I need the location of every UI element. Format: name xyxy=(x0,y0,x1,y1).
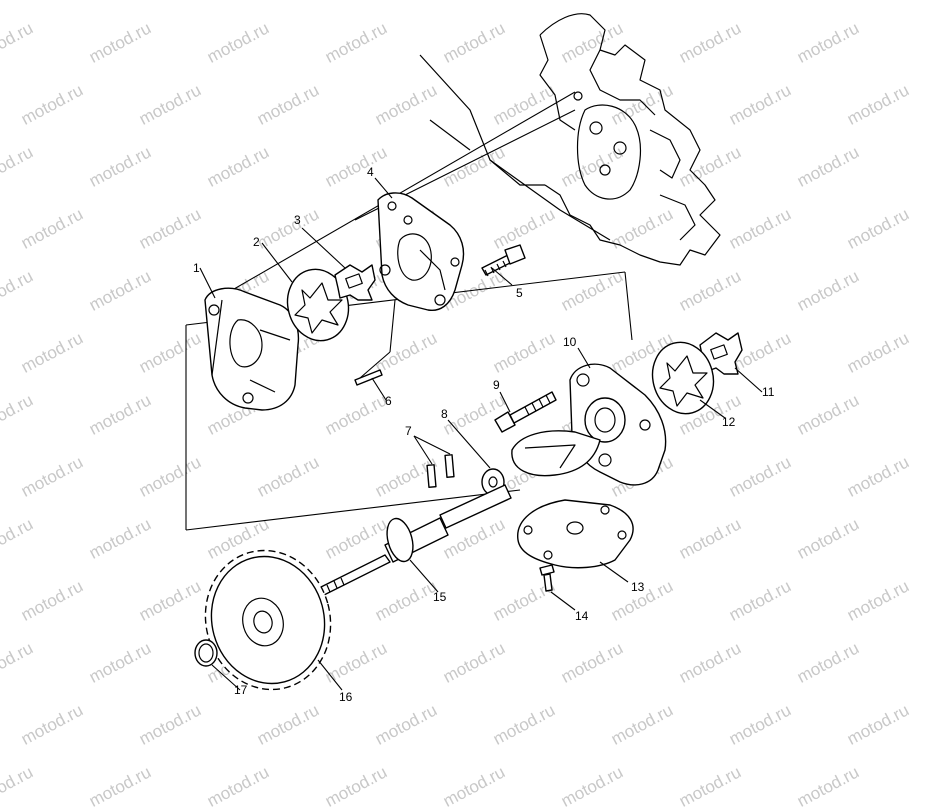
part-13-cover-plate xyxy=(517,499,634,569)
callout-12: 12 xyxy=(722,415,736,429)
leader-lines xyxy=(199,177,763,691)
callout-1: 1 xyxy=(193,261,200,275)
callout-9: 9 xyxy=(493,378,500,392)
callout-11: 11 xyxy=(762,385,775,399)
part-14-screw xyxy=(539,564,555,592)
part-17-snap-ring xyxy=(194,639,218,667)
part-15-drive-shaft xyxy=(314,484,512,598)
crankcase-housing xyxy=(419,13,721,266)
callout-4: 4 xyxy=(367,165,374,179)
oil-pump-exploded-diagram: 1 2 3 4 5 6 7 8 9 10 11 12 13 14 15 16 1… xyxy=(185,13,775,704)
part-6-dowel-pin xyxy=(354,369,383,386)
callout-5: 5 xyxy=(516,286,523,300)
callout-7: 7 xyxy=(405,424,412,438)
callout-6: 6 xyxy=(385,394,392,408)
watermark-text: motod.ru xyxy=(726,700,795,749)
watermark-text: motod.ru xyxy=(204,762,273,811)
watermark-text: motod.ru xyxy=(136,700,205,749)
watermark-text: motod.ru xyxy=(490,700,559,749)
watermark-text: motod.ru xyxy=(372,700,441,749)
part-12-outer-rotor xyxy=(651,341,715,415)
part-3-inner-rotor xyxy=(334,264,376,301)
watermark-text: motod.ru xyxy=(322,762,391,811)
part-7-pins xyxy=(426,454,455,489)
watermark-text: motod.ru xyxy=(18,700,87,749)
callout-17: 17 xyxy=(234,683,248,697)
watermark-text: motod.ru xyxy=(440,762,509,811)
callout-3: 3 xyxy=(294,213,301,227)
callout-2: 2 xyxy=(253,235,260,249)
part-1-pump-body xyxy=(204,287,300,411)
part-2-outer-rotor xyxy=(286,268,350,342)
watermark-text: motod.ru xyxy=(558,762,627,811)
part-5-bolt xyxy=(481,244,526,277)
callout-8: 8 xyxy=(441,407,448,421)
watermark-text: motod.ru xyxy=(794,762,863,811)
callout-16: 16 xyxy=(339,690,353,704)
watermark-text: motod.ru xyxy=(844,700,913,749)
watermark-text: motod.ru xyxy=(0,762,37,811)
callout-15: 15 xyxy=(433,590,447,604)
callout-labels: 1 2 3 4 5 6 7 8 9 10 11 12 13 14 15 16 1… xyxy=(193,165,775,704)
part-10-pump-housing xyxy=(511,363,667,486)
watermark-text: motod.ru xyxy=(676,762,745,811)
callout-14: 14 xyxy=(575,609,589,623)
part-9-long-bolt xyxy=(494,391,557,433)
part-4-pump-plate xyxy=(377,192,465,312)
part-16-drive-gear xyxy=(204,549,332,691)
callout-13: 13 xyxy=(631,580,645,594)
watermark-text: motod.ru xyxy=(254,700,323,749)
callout-10: 10 xyxy=(563,335,577,349)
watermark-text: motod.ru xyxy=(608,700,677,749)
watermark-text: motod.ru xyxy=(86,762,155,811)
